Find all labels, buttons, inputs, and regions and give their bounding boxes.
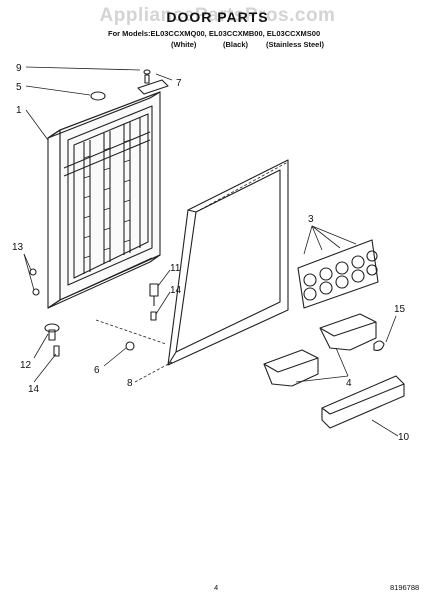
- door-gasket: [167, 159, 289, 366]
- variant-stainless: (Stainless Steel): [266, 40, 324, 49]
- callout-6: 6: [94, 365, 100, 376]
- hinge-and-screws: [29, 268, 385, 357]
- variant-white: (White): [171, 40, 197, 49]
- variant-black: (Black): [223, 40, 249, 49]
- callout-12: 12: [20, 360, 32, 371]
- callout-15: 15: [394, 304, 406, 315]
- door-rail: [321, 375, 405, 429]
- callout-13: 13: [12, 242, 24, 253]
- door-liner: [47, 91, 161, 309]
- callout-8: 8: [127, 378, 133, 389]
- egg-trays: [297, 239, 379, 309]
- door-bins: [263, 313, 377, 387]
- page-title: DOOR PARTS: [166, 9, 269, 25]
- callout-14b: 14: [28, 384, 40, 395]
- callout-3: 3: [308, 214, 314, 225]
- callout-10: 10: [398, 432, 410, 443]
- top-hinge-parts: [90, 69, 169, 101]
- callout-5: 5: [16, 82, 22, 93]
- callout-9: 9: [16, 63, 22, 74]
- callout-7: 7: [176, 78, 182, 89]
- callout-1: 1: [16, 105, 22, 116]
- document-number: 8196788: [390, 583, 420, 592]
- page-number: 4: [214, 583, 219, 592]
- callout-4: 4: [346, 378, 352, 389]
- callout-11: 11: [170, 263, 181, 274]
- callout-14: 14: [170, 285, 182, 296]
- leader-lines: [23, 66, 399, 437]
- watermark-text: AppliancePartsPros.com: [99, 5, 336, 26]
- models-line: For Models:EL03CCXMQ00, EL03CCXMB00, EL0…: [108, 29, 321, 38]
